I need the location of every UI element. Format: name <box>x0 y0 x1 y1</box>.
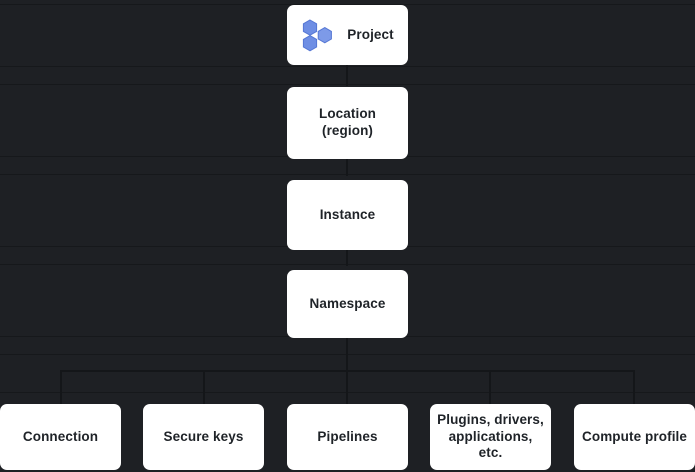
node-compute-profile-label: Compute profile <box>582 428 687 444</box>
backdrop-band <box>0 4 695 5</box>
node-project[interactable]: Project <box>287 5 408 65</box>
node-namespace-label: Namespace <box>309 295 386 311</box>
node-connection[interactable]: Connection <box>0 404 121 470</box>
node-project-label: Project <box>347 26 394 42</box>
node-connection-label: Connection <box>22 428 99 444</box>
node-pipelines[interactable]: Pipelines <box>287 404 408 470</box>
node-namespace[interactable]: Namespace <box>287 270 408 338</box>
node-location[interactable]: Location (region) <box>287 87 408 159</box>
connector-to-secure-keys <box>203 370 205 404</box>
node-plugins-label: Plugins, drivers, applications, etc. <box>430 412 551 463</box>
connector-instance-namespace <box>346 245 348 266</box>
node-plugins-line1: Plugins, drivers, <box>437 411 544 427</box>
connector-to-connection <box>60 370 62 404</box>
node-location-label: Location (region) <box>313 106 382 140</box>
connector-to-compute-profile <box>633 370 635 404</box>
node-secure-keys-label: Secure keys <box>163 428 244 444</box>
node-plugins[interactable]: Plugins, drivers, applications, etc. <box>430 404 551 470</box>
hexagon-cluster-icon <box>303 19 333 52</box>
node-location-line1: Location <box>318 106 377 122</box>
node-location-line2: (region) <box>321 123 374 138</box>
connector-location-instance <box>346 155 348 176</box>
node-compute-profile[interactable]: Compute profile <box>574 404 695 470</box>
node-instance[interactable]: Instance <box>287 180 408 250</box>
connector-project-location <box>346 65 348 86</box>
node-plugins-line2: applications, etc. <box>448 428 533 461</box>
node-pipelines-label: Pipelines <box>317 428 378 444</box>
connector-namespace-trunk <box>346 335 348 371</box>
node-instance-label: Instance <box>319 206 376 222</box>
node-secure-keys[interactable]: Secure keys <box>143 404 264 470</box>
connector-to-plugins <box>489 370 491 404</box>
connector-to-pipelines <box>346 370 348 404</box>
